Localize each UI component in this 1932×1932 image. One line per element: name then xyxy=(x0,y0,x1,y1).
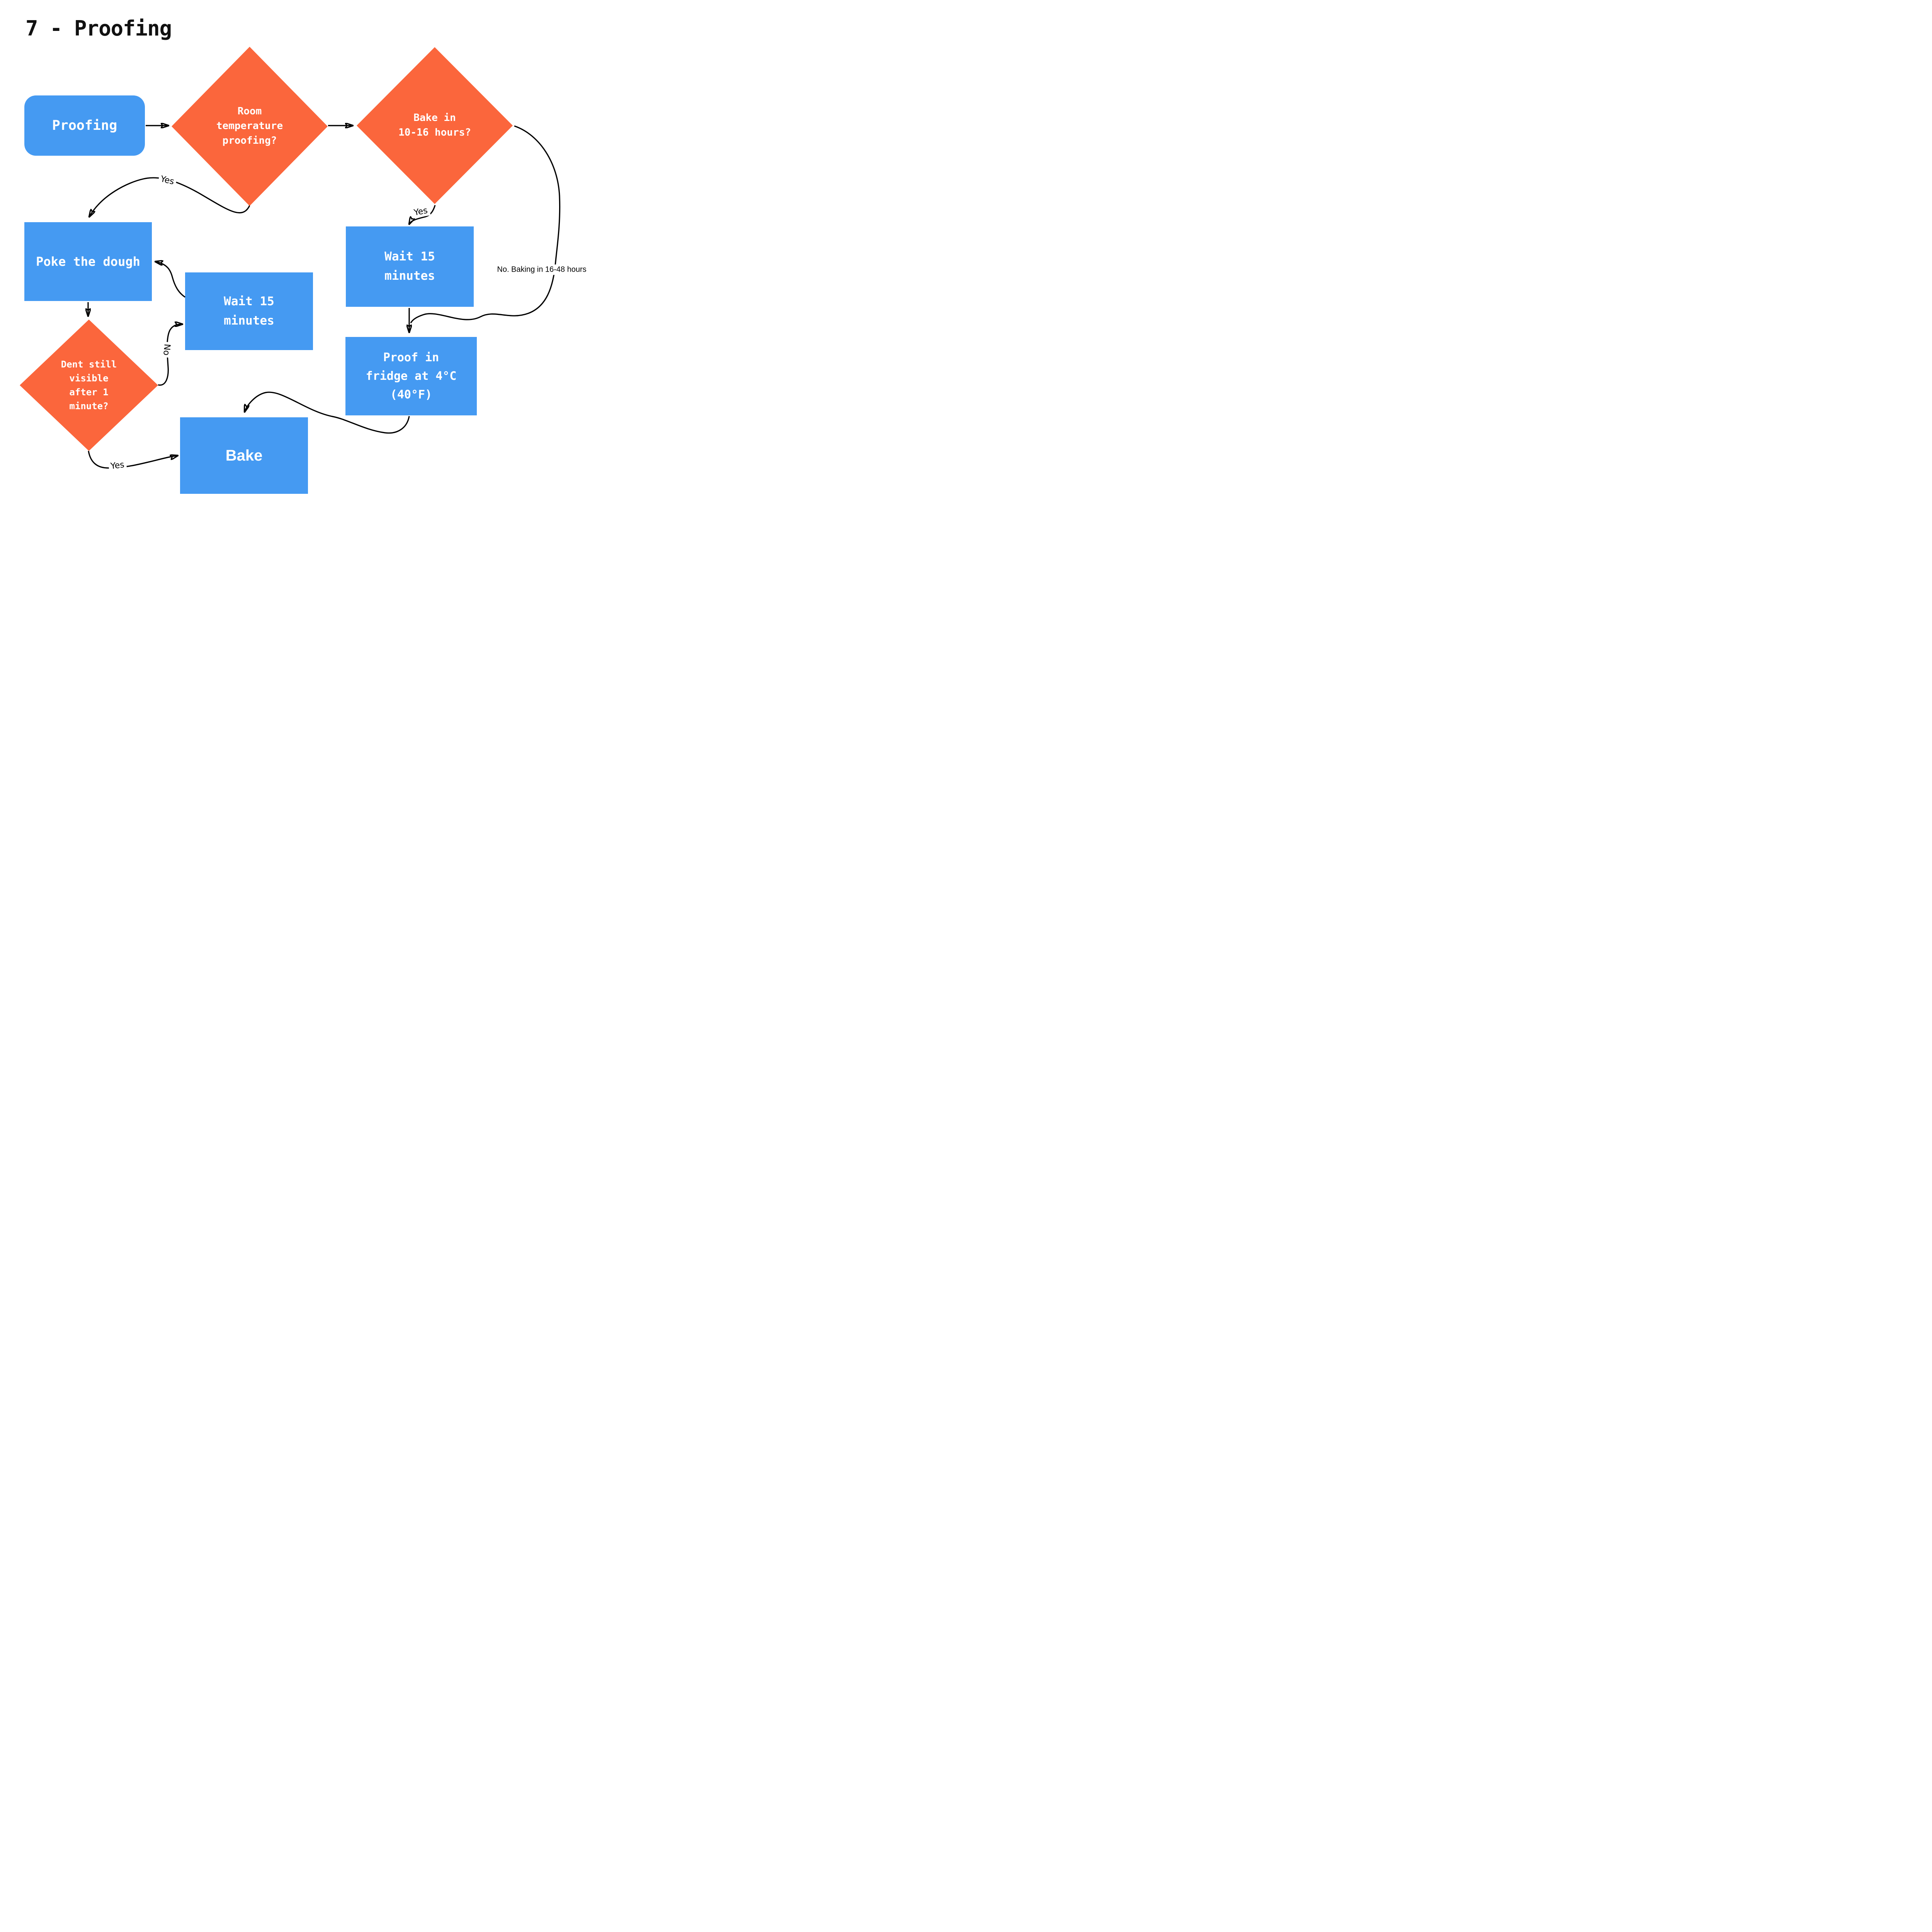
edge-label-dent-no: No xyxy=(160,341,173,358)
node-label: Bake in 10-16 hours? xyxy=(398,112,471,138)
edge-label-roomtemp-yes: Yes xyxy=(157,173,177,188)
node-label: Proofing xyxy=(52,118,117,133)
node-proofing-start: Proofing xyxy=(24,95,145,156)
node-label: Room temperature proofing? xyxy=(216,105,283,146)
node-label: Wait 15 minutes xyxy=(384,250,435,283)
edge-label-baketiming-yes: Yes xyxy=(411,205,430,219)
node-wait-15-minutes-center: Wait 15 minutes xyxy=(185,272,313,350)
edge-label-baketiming-no: No. Baking in 16-48 hours xyxy=(495,264,588,275)
node-poke-the-dough: Poke the dough xyxy=(24,222,152,301)
edge-dent-yes-to-bake xyxy=(88,451,178,469)
flowchart-canvas: 7 - Proofing Proofing Room temperature p… xyxy=(0,0,597,495)
node-decision-dent-still-visible: Dent still visible after 1 minute? xyxy=(20,320,158,451)
node-proof-in-fridge: Proof in fridge at 4°C (40°F) xyxy=(345,337,477,415)
node-label: Proof in fridge at 4°C (40°F) xyxy=(366,350,457,401)
node-bake: Bake xyxy=(180,417,308,494)
edge-waitcenter-to-poke xyxy=(155,262,185,298)
edge-label-dent-yes: Yes xyxy=(108,459,127,472)
page-title: 7 - Proofing xyxy=(26,16,172,41)
node-decision-room-temperature: Room temperature proofing? xyxy=(172,47,328,206)
node-label: Wait 15 minutes xyxy=(224,294,274,328)
node-decision-bake-10-16-hours: Bake in 10-16 hours? xyxy=(357,47,513,204)
node-label: Dent still visible after 1 minute? xyxy=(61,359,117,412)
node-wait-15-minutes-right: Wait 15 minutes xyxy=(346,226,474,307)
node-label: Poke the dough xyxy=(36,254,140,269)
node-label: Bake xyxy=(225,447,263,464)
